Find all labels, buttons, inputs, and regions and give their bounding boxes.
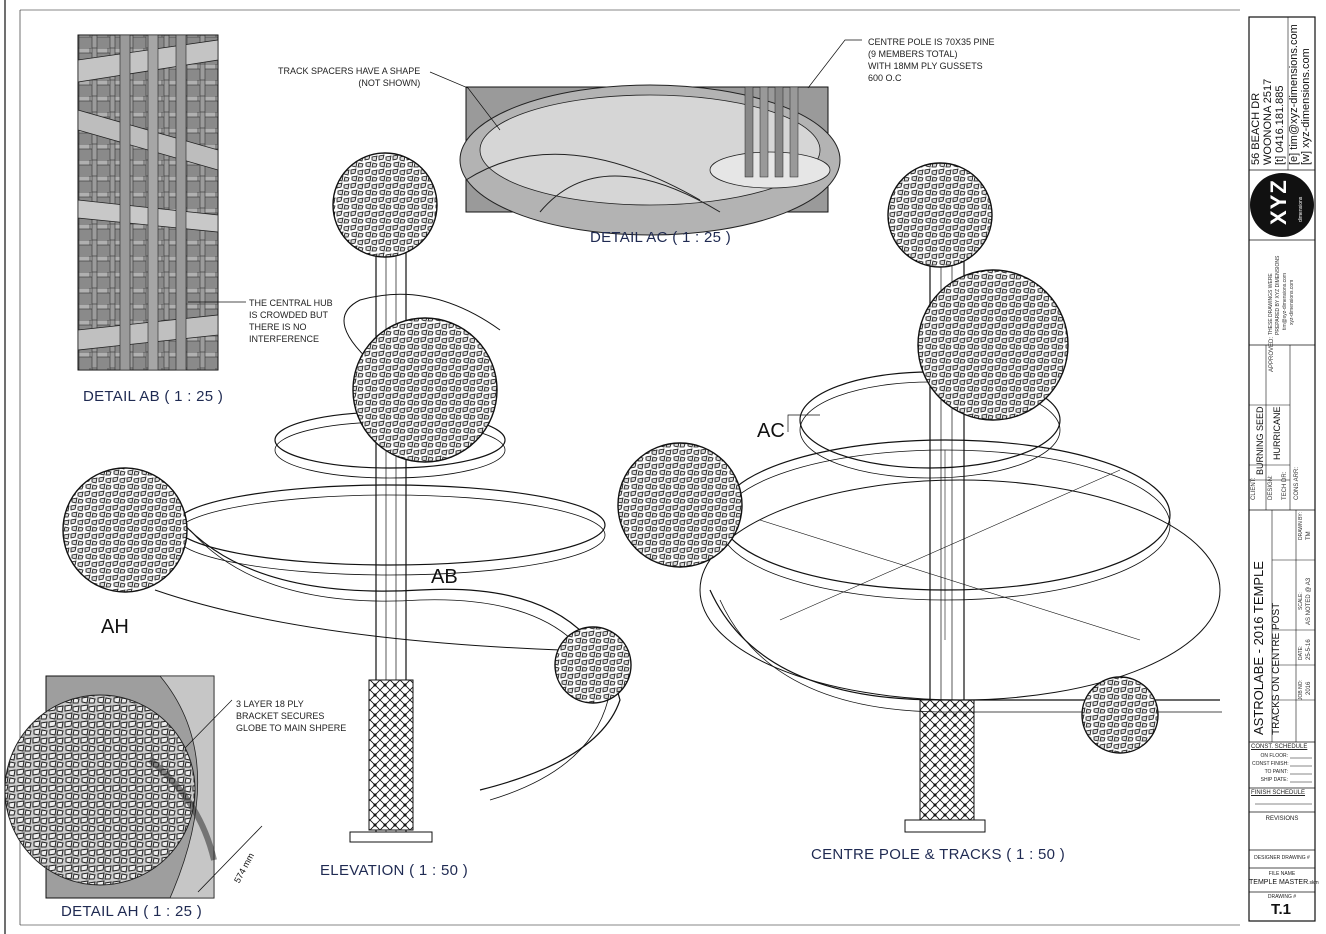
tb-date-label: DATE: — [1298, 645, 1304, 660]
tb-cons-label: CONS ARR: — [1294, 466, 1300, 500]
detail-ac-render — [459, 84, 841, 236]
detail-ah-title: DETAIL AH ( 1 : 25 ) — [61, 903, 203, 920]
central-hub-note: THE CENTRAL HUB IS CROWDED BUT THERE IS … — [249, 298, 333, 344]
tb-prepared-3: tim@xyz-dimensions.com — [1282, 272, 1288, 330]
tb-phone: [t] 0416.181.885 — [1274, 85, 1286, 165]
tb-on-floor: ON FLOOR: — [1260, 753, 1288, 759]
bracket-note: 3 LAYER 18 PLY BRACKET SECURES GLOBE TO … — [236, 699, 347, 733]
detail-ab-title: DETAIL AB ( 1 : 25 ) — [83, 388, 224, 405]
tb-file-name-label: FILE NAME — [1268, 871, 1296, 877]
tb-designer-drawing: DESIGNER DRAWING # — [1254, 855, 1310, 861]
tb-scale-label: SCALE: — [1298, 592, 1304, 610]
centre-pole-drawing — [617, 162, 1222, 833]
tb-file-name: TEMPLE MASTER.skm — [1249, 879, 1319, 886]
tb-prepared-2: PREPARED BY XYZ DIMENSIONS — [1275, 255, 1281, 335]
tb-date-value: 25-5-16 — [1306, 639, 1312, 660]
marker-ac: AC — [757, 420, 785, 442]
detail-ac-title: DETAIL AC ( 1 : 25 ) — [590, 229, 732, 246]
centre-pole-note: CENTRE POLE IS 70X35 PINE (9 MEMBERS TOT… — [868, 37, 995, 83]
tb-file-ext: .skm — [1308, 880, 1319, 886]
logo-letters: XYZ — [1266, 179, 1291, 225]
marker-ah: AH — [101, 616, 129, 638]
tb-finish-schedule: FINISH SCHEDULE — [1251, 790, 1306, 796]
tb-file-name-value: TEMPLE MASTER — [1249, 879, 1309, 886]
tb-address-2: WOONONA 2517 — [1262, 78, 1274, 165]
logo-sub: dimensions — [1298, 196, 1304, 222]
marker-ab: AB — [431, 566, 458, 588]
centre-pole-title: CENTRE POLE & TRACKS ( 1 : 50 ) — [811, 846, 1066, 863]
tb-address-1: 56 BEACH DR — [1250, 92, 1262, 165]
tb-client-value: BURNING SEED — [1255, 406, 1265, 475]
tb-scale-value: AS NOTED @ A3 — [1306, 577, 1312, 625]
tb-drawn-value: TM — [1306, 531, 1312, 540]
tb-design-value: HURRICANE — [1272, 406, 1282, 460]
tb-drawing-no: T.1 — [1271, 901, 1292, 918]
tb-drawn-label: DRAWN BY: — [1298, 512, 1304, 540]
detail-ab-render — [77, 34, 219, 371]
tb-email: [e] tim@xyz-dimensions.com — [1288, 24, 1300, 165]
tb-revisions: REVISIONS — [1265, 816, 1299, 822]
title-block-frame — [1248, 16, 1316, 922]
tb-jobno-label: JOB NO: — [1298, 679, 1304, 700]
tb-approved-label: APPROVED: — [1269, 336, 1275, 372]
elevation-drawing — [62, 152, 632, 843]
tb-const-finish: CONST FINISH: — [1252, 761, 1289, 767]
tb-sheet-title: TRACKS ON CENTRE POST — [1271, 602, 1282, 735]
tb-prepared-4: xyz-dimensions.com — [1289, 279, 1295, 325]
tb-drawing-no-label: DRAWING # — [1267, 894, 1297, 900]
tb-to-paint: TO PAINT: — [1264, 769, 1288, 775]
tb-tech-label: TECH DR: — [1282, 471, 1288, 500]
logo-badge — [1250, 173, 1314, 237]
detail-ah-render — [4, 675, 217, 899]
tb-client-label: CLIENT: — [1251, 477, 1257, 500]
tb-web: [w] xyz-dimensions.com — [1300, 48, 1312, 165]
tb-prepared-1: THESE DRAWINGS WERE — [1268, 273, 1274, 335]
tb-jobno-value: 2016 — [1306, 681, 1312, 695]
tb-design-label: DESIGN: — [1268, 475, 1274, 500]
tb-ship-date: SHIP DATE: — [1260, 777, 1288, 783]
tb-project: ASTROLABE - 2016 TEMPLE — [1251, 561, 1266, 735]
track-spacers-note: TRACK SPACERS HAVE A SHAPE (NOT SHOWN) — [278, 66, 421, 88]
tb-const-schedule: CONST. SCHEDULE — [1251, 744, 1308, 750]
elevation-title: ELEVATION ( 1 : 50 ) — [320, 862, 468, 879]
